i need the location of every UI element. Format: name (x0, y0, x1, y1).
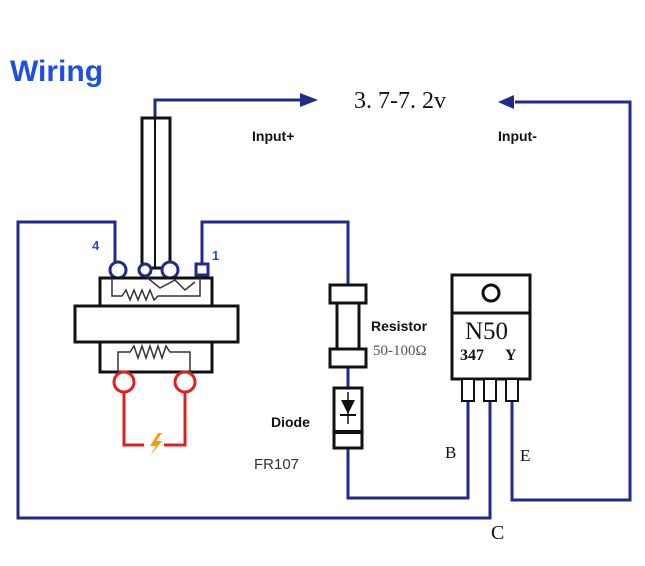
coil-pin-4 (108, 260, 128, 280)
input-minus-arrow (498, 95, 514, 109)
diode-label: Diode (271, 414, 310, 430)
emitter-pin-label: E (520, 446, 531, 465)
resistor (328, 283, 368, 369)
resistor-label: Resistor (371, 318, 428, 334)
diode (332, 386, 364, 450)
coil-pin-1 (194, 262, 210, 277)
coil-pin-2 (137, 262, 153, 278)
transistor (450, 273, 532, 381)
upper-winding (111, 275, 201, 303)
input-plus-label: Input+ (252, 128, 295, 144)
coil-tube (140, 116, 172, 270)
collector-wire (16, 220, 492, 520)
base-wire (346, 400, 470, 500)
transistor-part: N50 (465, 318, 509, 345)
input-plus-wire (153, 98, 300, 120)
spark-icon (150, 433, 162, 456)
spark-leads (112, 370, 197, 447)
resistor-wire (200, 220, 350, 285)
lower-winding (117, 343, 191, 372)
transistor-code: 347 (460, 347, 484, 364)
collector-pin-label: C (491, 522, 505, 544)
input-minus-label: Input- (498, 128, 537, 144)
diagram-title: Wiring (10, 55, 104, 88)
coil-pin-4-label: 4 (92, 238, 100, 253)
base-pin-label: B (445, 443, 457, 462)
resistor-value: 50-100Ω (373, 343, 427, 359)
transistor-grade: Y (505, 347, 517, 364)
input-plus-arrow (300, 93, 318, 107)
transistor-leads (461, 378, 519, 402)
diode-part: FR107 (254, 456, 300, 473)
coil-pin-1-label: 1 (212, 248, 220, 263)
input-minus-wire (510, 100, 632, 502)
coil-pin-3 (160, 260, 180, 280)
coil-body (73, 276, 240, 374)
supply-voltage-label: 3. 7-7. 2v (354, 88, 446, 114)
